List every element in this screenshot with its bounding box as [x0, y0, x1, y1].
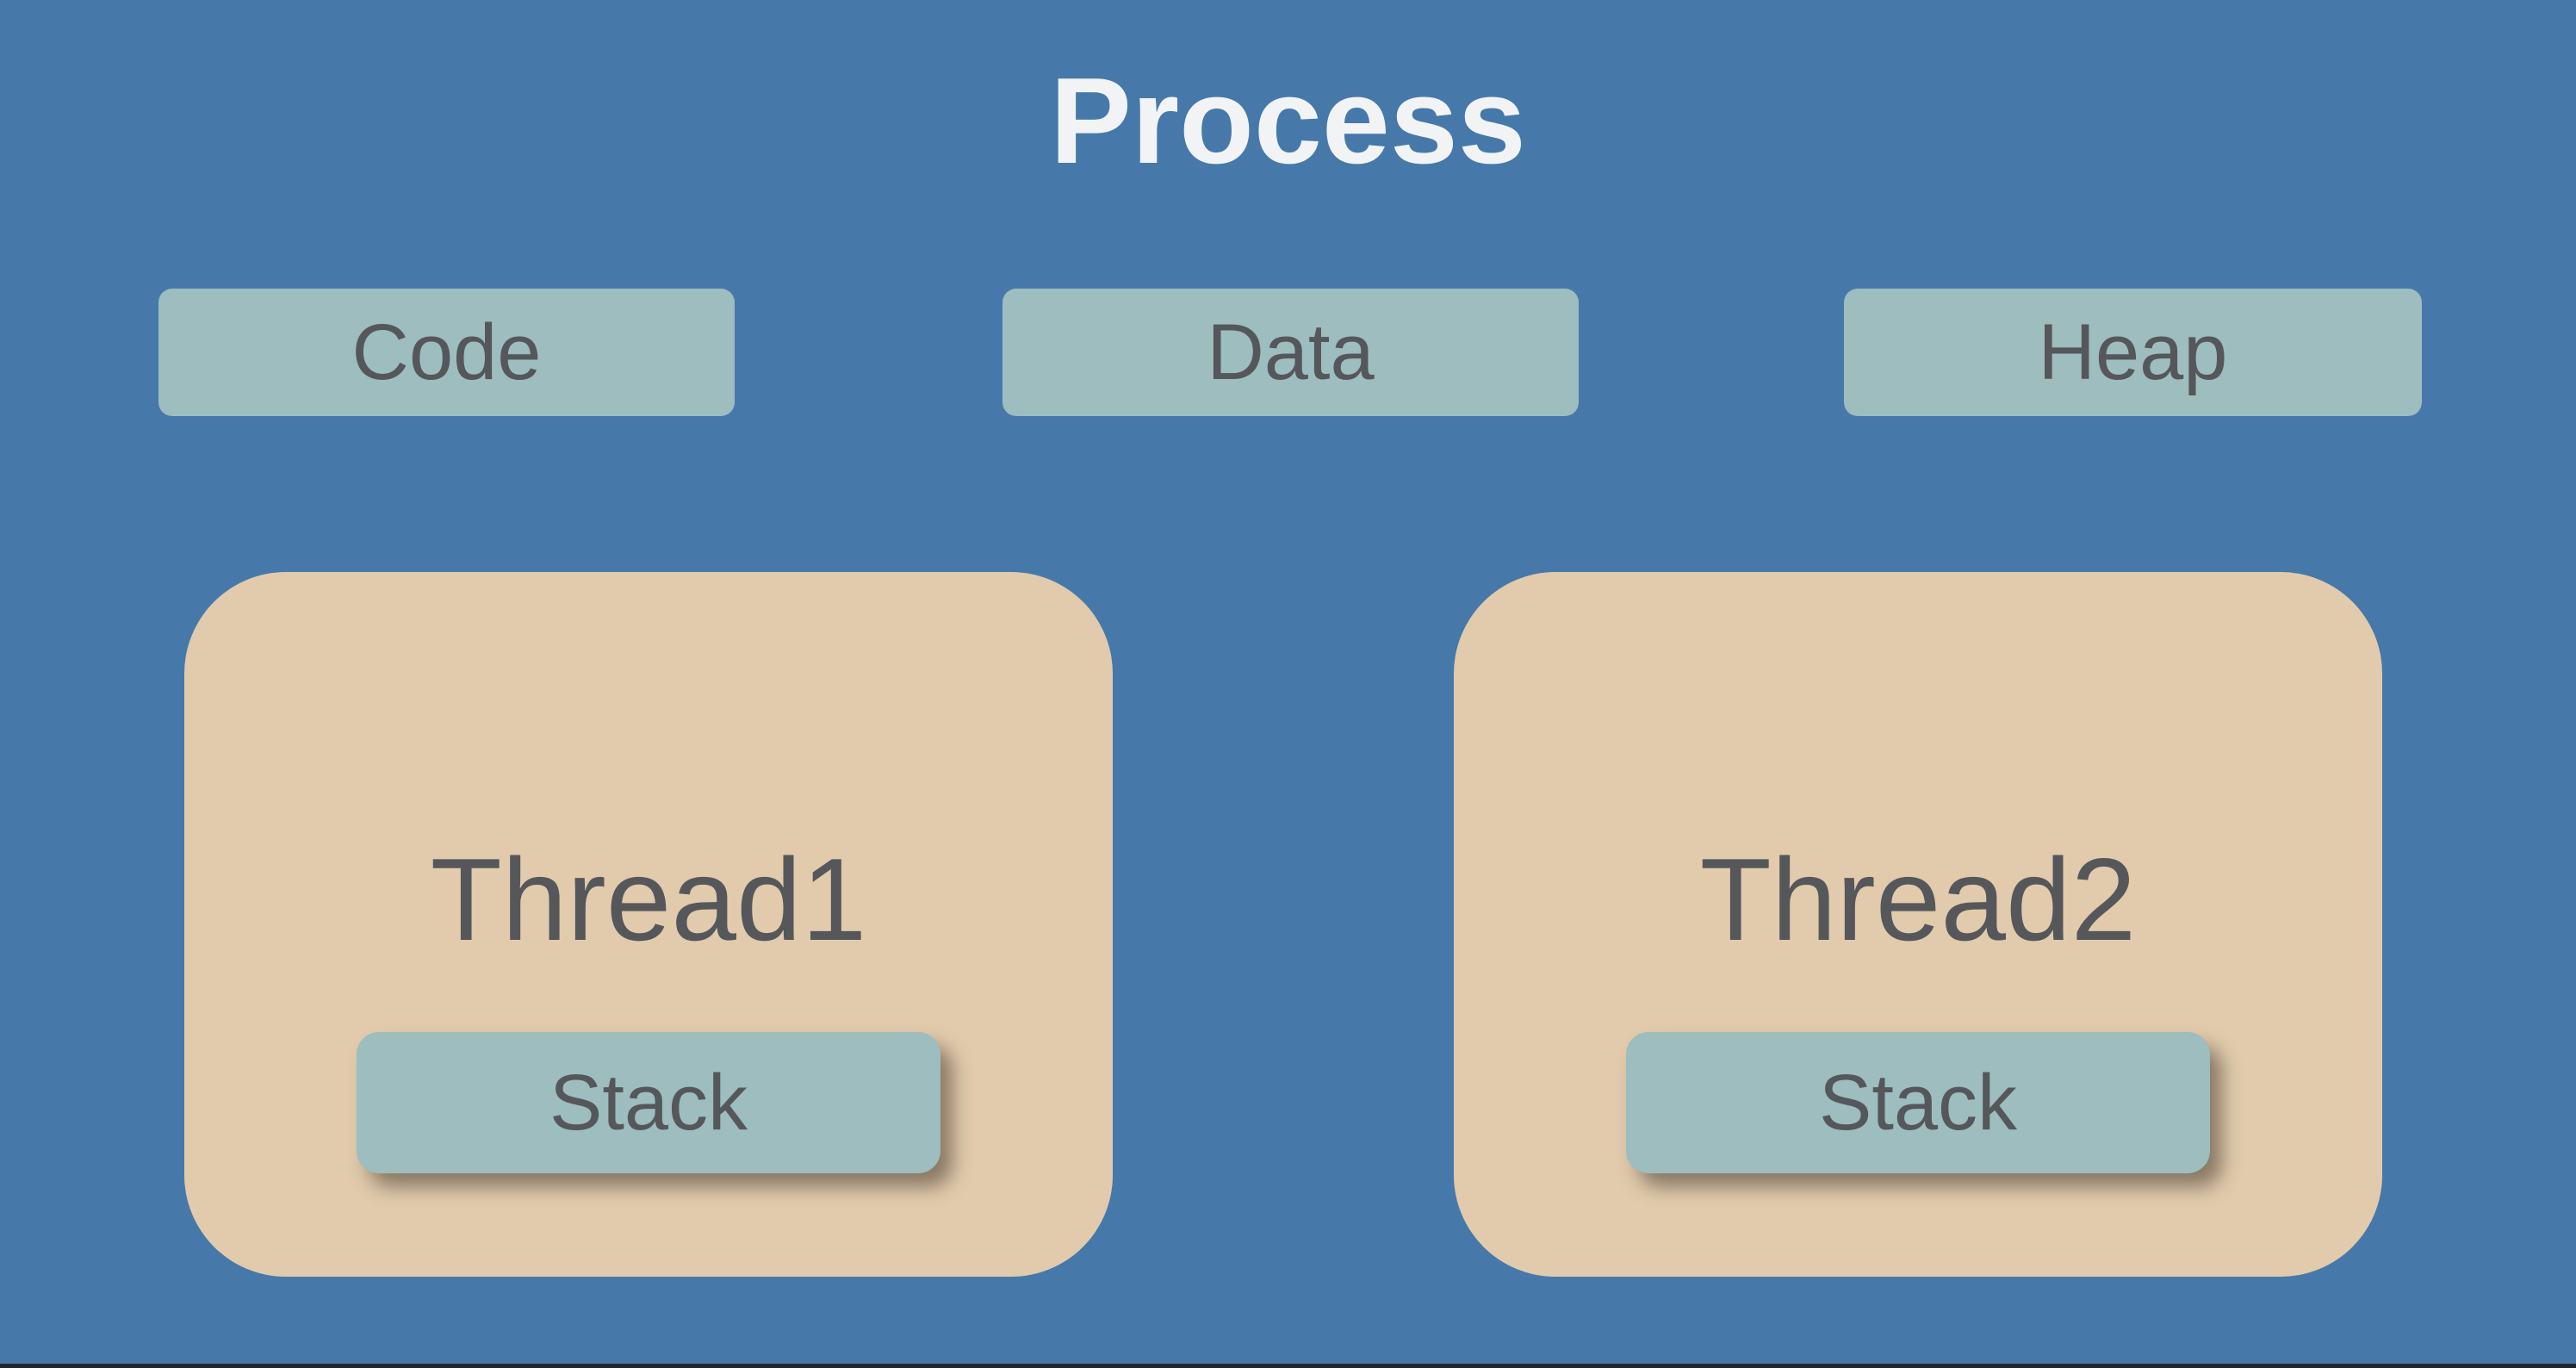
thread1-stack-label: Stack — [549, 1058, 748, 1147]
thread2-box: Thread2 Stack — [1454, 572, 2382, 1277]
thread1-label: Thread1 — [430, 834, 867, 965]
heap-segment-box: Heap — [1844, 289, 2422, 416]
bottom-edge-bar — [0, 1364, 2576, 1368]
data-segment-box: Data — [1002, 289, 1579, 416]
thread2-stack-box: Stack — [1626, 1032, 2210, 1173]
thread1-stack-box: Stack — [357, 1032, 940, 1173]
heap-segment-label: Heap — [2038, 308, 2228, 396]
data-segment-label: Data — [1207, 308, 1375, 396]
thread2-stack-label: Stack — [1818, 1058, 2018, 1147]
thread1-box: Thread1 Stack — [184, 572, 1113, 1277]
code-segment-label: Code — [351, 308, 542, 396]
thread2-label: Thread2 — [1699, 834, 2137, 965]
process-title: Process — [1050, 53, 1526, 190]
code-segment-box: Code — [158, 289, 735, 416]
